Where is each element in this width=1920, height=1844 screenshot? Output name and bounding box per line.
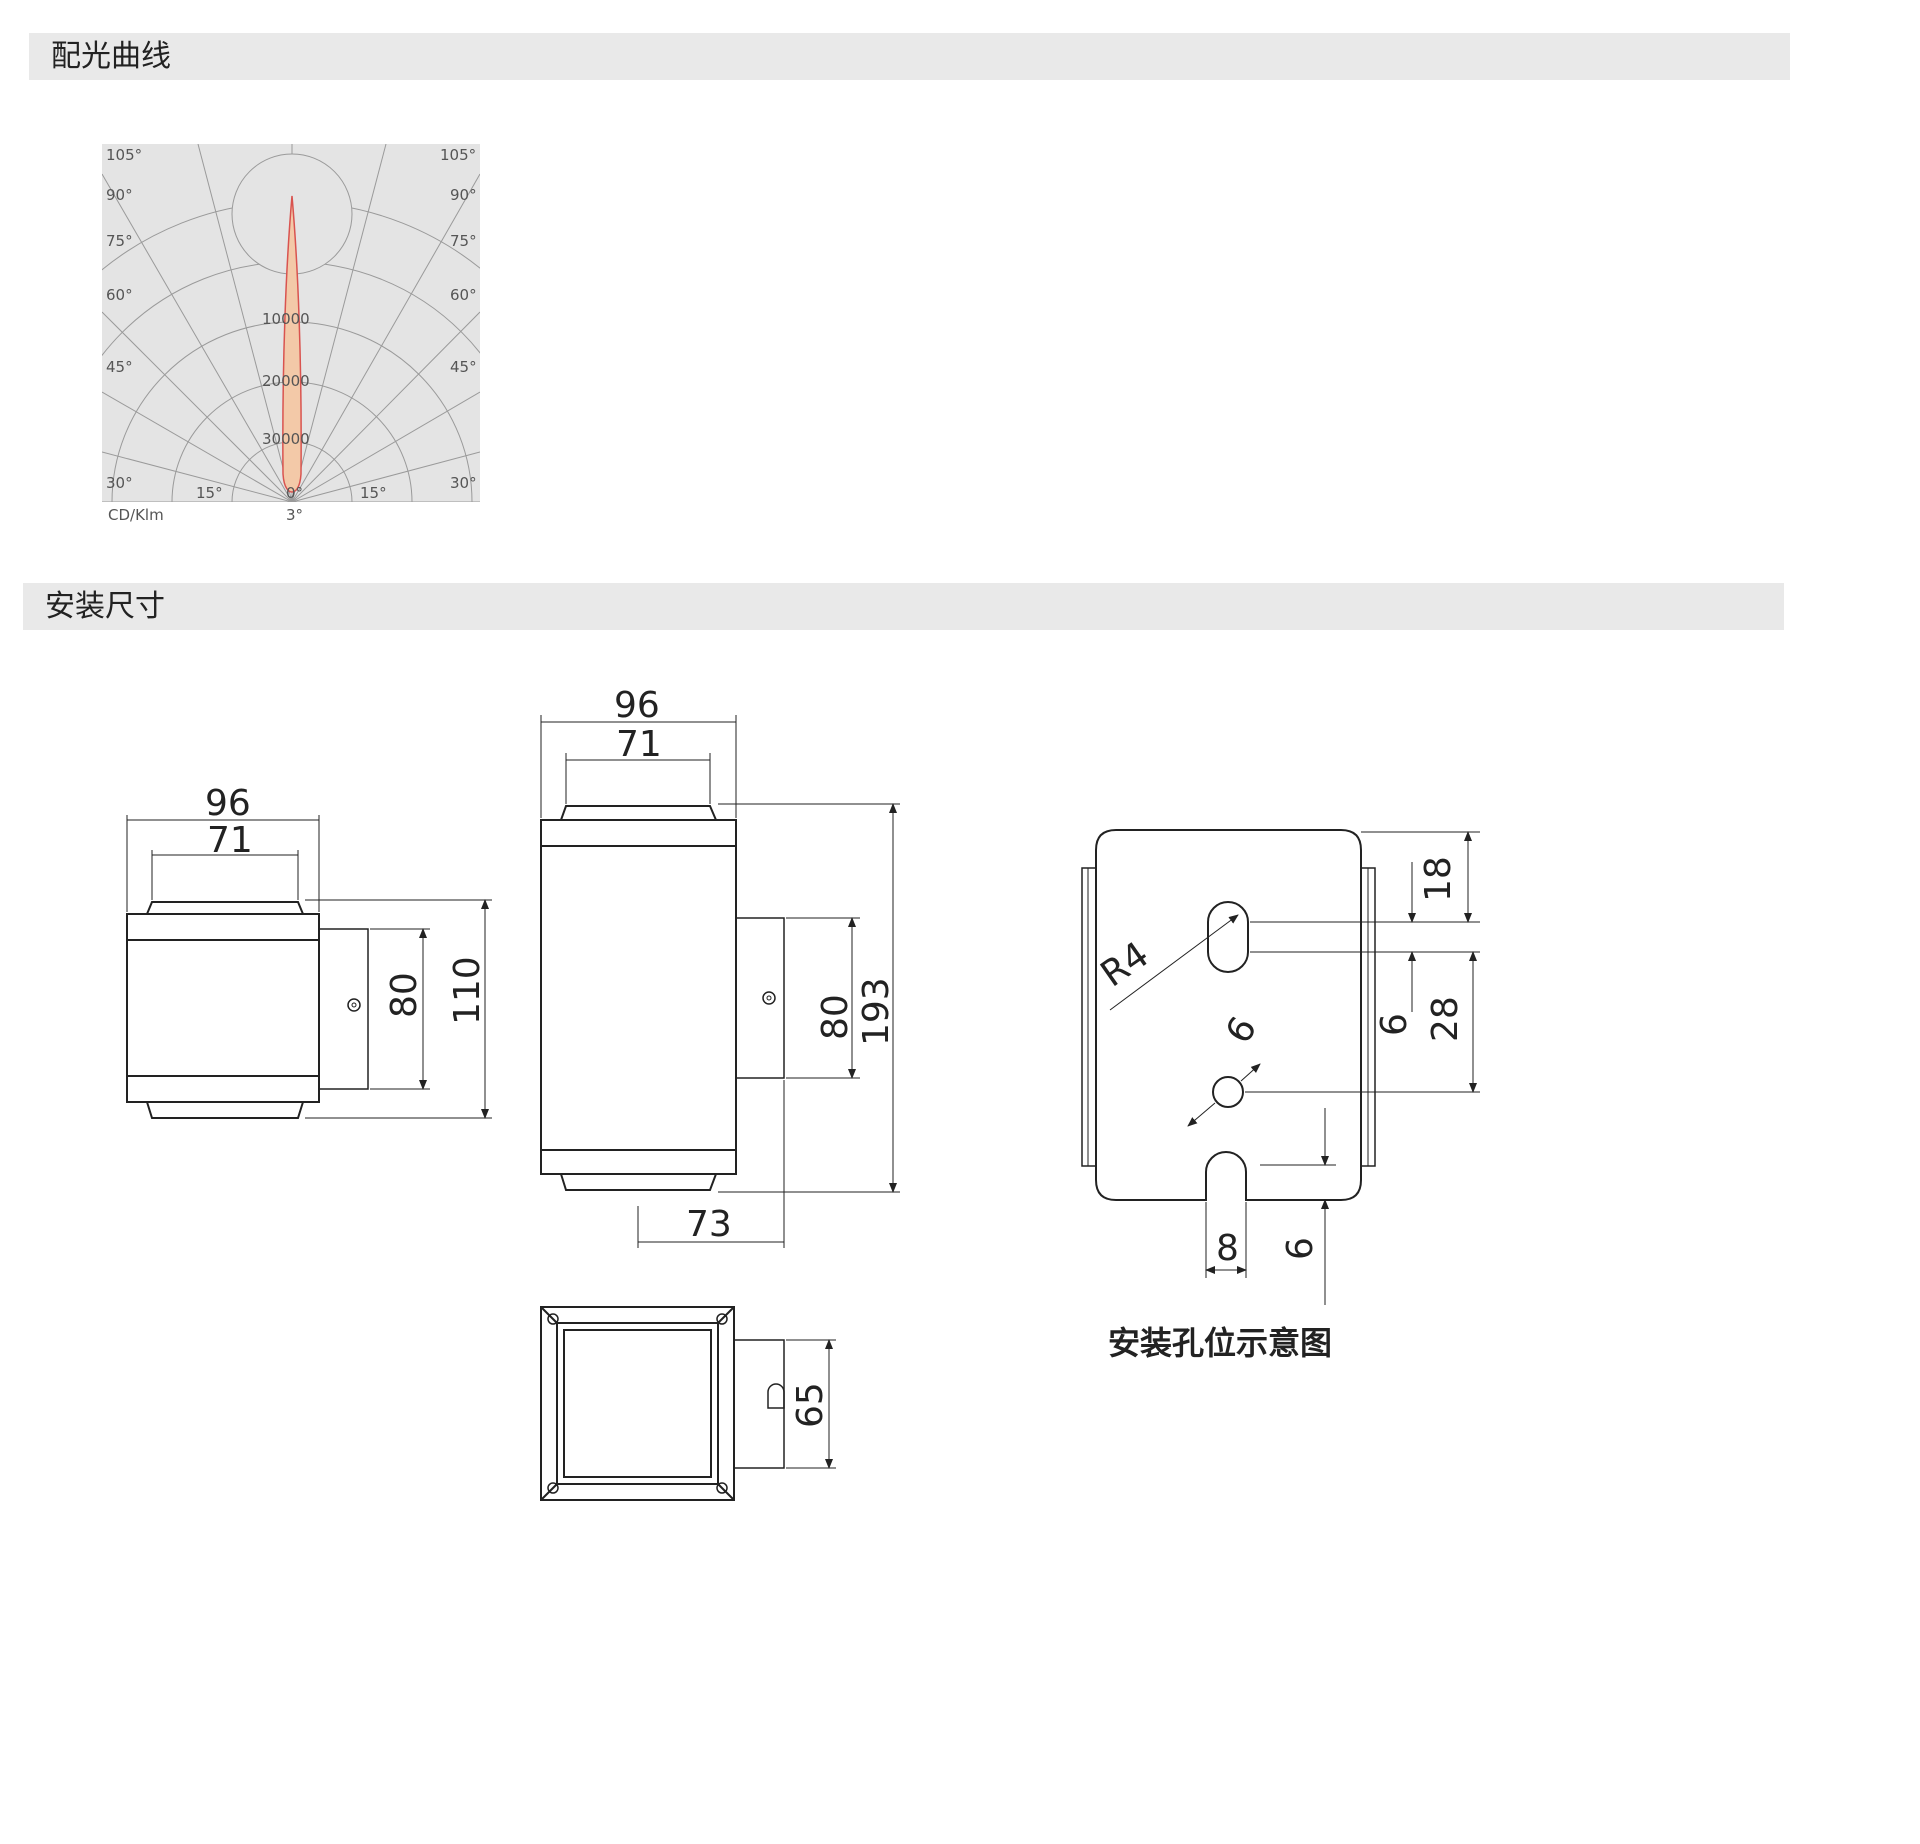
front-width-inner-label: 71	[207, 820, 253, 861]
front-width-outer-label: 96	[205, 783, 251, 824]
section-title: 安装尺寸	[45, 589, 165, 624]
angle-label-right-30: 30°	[450, 474, 477, 492]
bottom-view	[540, 1306, 785, 1501]
polar-unit-label: CD/Klm	[108, 506, 164, 524]
intensity-label-10000: 10000	[262, 310, 310, 328]
front-view	[126, 901, 369, 1119]
front-total-height-label: 110	[447, 956, 488, 1025]
mounting-diagram-caption: 安装孔位示意图	[1108, 1324, 1333, 1362]
section-header-installation: 安装尺寸	[23, 583, 1784, 630]
angle-label-left-45: 45°	[106, 358, 133, 376]
angle-label-right-90: 90°	[450, 186, 477, 204]
angle-label-left-30: 30°	[106, 474, 133, 492]
bottom-view-dimensions	[786, 1339, 836, 1469]
bottom-bracket-height-label: 65	[790, 1382, 831, 1428]
side-total-height-label: 193	[856, 977, 897, 1046]
polar-light-distribution-chart: 105° 90° 75° 60° 45° 30° 105° 90° 75° 60…	[102, 144, 482, 524]
side-depth-label: 73	[686, 1204, 732, 1245]
angle-label-bottom-0: 0°	[286, 484, 303, 502]
intensity-label-30000: 30000	[262, 430, 310, 448]
plate-top-dim-label: 18	[1418, 856, 1459, 902]
angle-label-left-75: 75°	[106, 232, 133, 250]
angle-label-right-45: 45°	[450, 358, 477, 376]
section-title: 配光曲线	[51, 39, 171, 74]
front-bracket-height-label: 80	[384, 972, 425, 1018]
side-view	[540, 805, 785, 1191]
side-width-outer-label: 96	[614, 685, 660, 726]
slot-radius-label: R4	[1094, 934, 1157, 995]
notch-width-label: 8	[1216, 1228, 1239, 1269]
side-view-dimensions	[540, 715, 900, 1248]
angle-label-left-60: 60°	[106, 286, 133, 304]
notch-depth-label: 6	[1280, 1237, 1321, 1260]
polar-beam-angle-label: 3°	[286, 506, 303, 524]
front-view-dimensions	[126, 815, 492, 1119]
intensity-label-20000: 20000	[262, 372, 310, 390]
angle-label-left-90: 90°	[106, 186, 133, 204]
angle-label-right-75: 75°	[450, 232, 477, 250]
angle-label-right-60: 60°	[450, 286, 477, 304]
plate-hole-dim-label: 28	[1425, 996, 1466, 1042]
side-width-inner-label: 71	[616, 724, 662, 765]
side-bracket-height-label: 80	[815, 994, 856, 1040]
angle-label-bottom-15-left: 15°	[196, 484, 223, 502]
plate-slot-dim-label: 6	[1374, 1013, 1415, 1036]
angle-label-bottom-15-right: 15°	[360, 484, 387, 502]
polar-chart-svg: 105° 90° 75° 60° 45° 30° 105° 90° 75° 60…	[102, 144, 480, 524]
hole-diameter-label: 6	[1218, 1010, 1265, 1050]
angle-label-right-105: 105°	[440, 146, 476, 164]
angle-label-left-105: 105°	[106, 146, 142, 164]
mounting-plate-dimensions	[1109, 831, 1480, 1305]
beam-curve	[282, 195, 302, 493]
section-header-light-distribution: 配光曲线	[29, 33, 1790, 80]
